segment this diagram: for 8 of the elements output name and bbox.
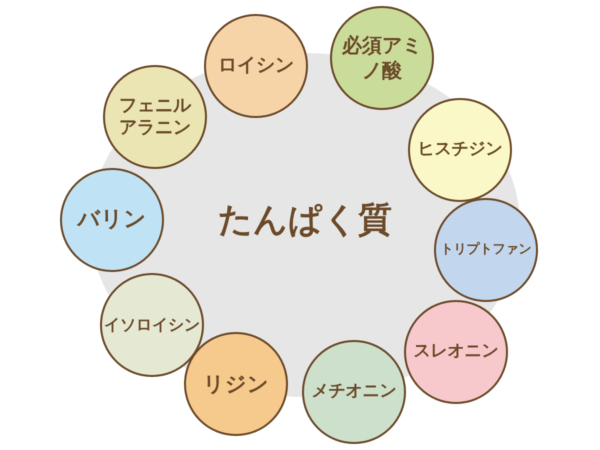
center-label: たんぱく質 (205, 195, 405, 245)
amino-acid-circle: リジン (184, 332, 288, 436)
amino-acid-circle: バリン (60, 168, 164, 272)
amino-acid-circle: スレオニン (404, 300, 508, 404)
amino-acid-circle: フェニルアラニン (103, 65, 207, 169)
amino-acid-circle: ロイシン (204, 14, 308, 118)
amino-acid-circle: 必須アミノ酸 (330, 6, 434, 110)
amino-acid-circle: メチオニン (302, 340, 406, 444)
